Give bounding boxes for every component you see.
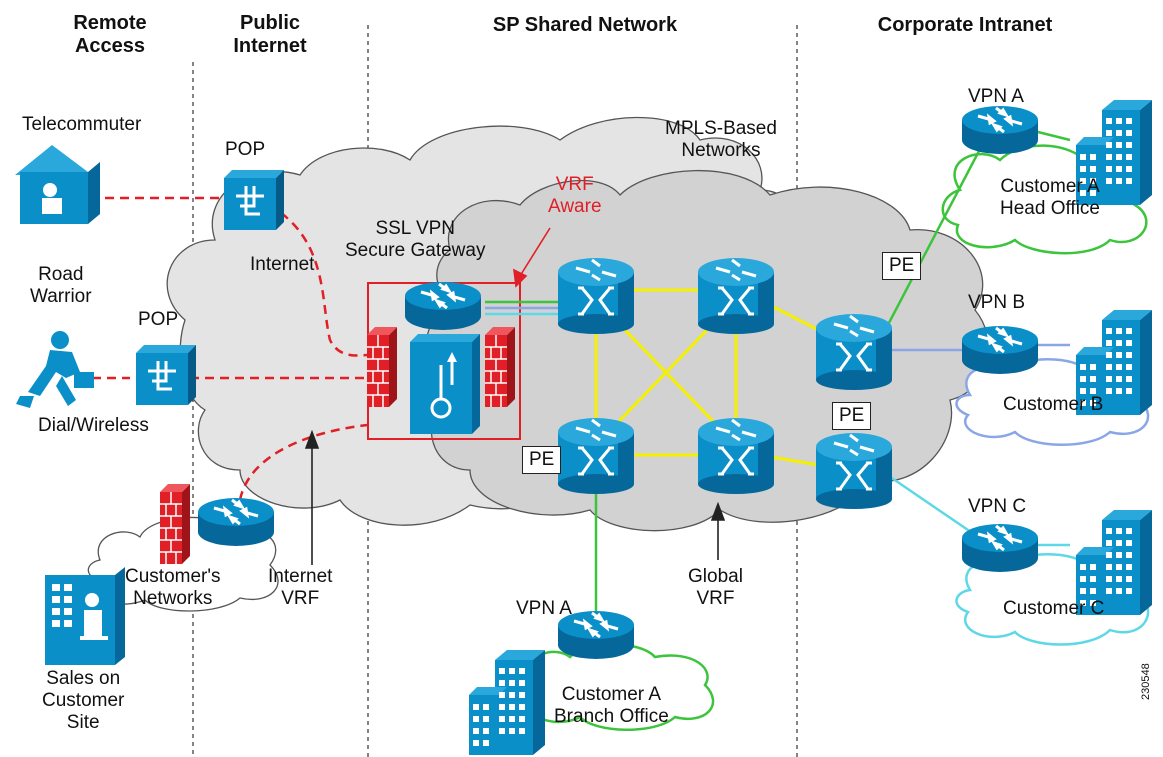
firewall-icon [484, 326, 516, 408]
column-dividers [192, 25, 798, 757]
header-corporate-intranet: Corporate Intranet [877, 14, 1053, 36]
label-internet: Internet [250, 254, 315, 275]
label-road-warrior: Road Warrior [30, 264, 92, 307]
label-branch-office: Customer A Branch Office [554, 684, 669, 727]
label-vpn-c: VPN C [968, 496, 1027, 517]
label-pop-top: POP [225, 139, 266, 160]
label-customer-b: Customer B [1003, 394, 1104, 415]
label-internet-vrf: Internet VRF [268, 566, 333, 609]
label-telecommuter: Telecommuter [22, 114, 142, 135]
label-global-vrf: Global VRF [688, 566, 743, 609]
mpls-switch-router-icon [696, 416, 776, 496]
pointer-arrows [304, 429, 726, 565]
router-icon [196, 496, 276, 548]
label-dial-wireless: Dial/Wireless [38, 415, 149, 436]
pe-label-branch: PE [522, 446, 562, 474]
figure-number: 230548 [1140, 663, 1152, 700]
firewall-icon [366, 326, 398, 408]
building-icon [469, 650, 545, 755]
label-vpn-a-top: VPN A [968, 86, 1024, 107]
label-pop-mid: POP [138, 309, 179, 330]
router-icon [960, 324, 1040, 376]
house-icon [15, 145, 100, 224]
ssl-gateway-icon [410, 334, 480, 434]
label-vpn-a-bottom: VPN A [516, 598, 572, 619]
router-icon [403, 280, 483, 332]
remote-links [90, 196, 369, 501]
pe-label-edge: PE [832, 402, 872, 430]
mpls-switch-router-icon [814, 312, 894, 392]
office-worker-icon [45, 567, 125, 665]
firewall-icon [159, 483, 191, 565]
label-sales-site: Sales on Customer Site [42, 668, 125, 733]
label-vrf-aware: VRF Aware [548, 174, 602, 217]
label-mpls-networks: MPLS-Based Networks [665, 118, 777, 161]
runner-icon [16, 331, 94, 408]
mpls-switch-router-icon [556, 256, 636, 336]
label-customer-c: Customer C [1003, 598, 1105, 619]
pop-switch-icon [222, 168, 286, 232]
router-icon [960, 104, 1040, 156]
mpls-switch-router-icon [814, 431, 894, 511]
router-icon [960, 522, 1040, 574]
pop-switch-icon [134, 343, 198, 407]
header-public-internet: Public Internet [233, 12, 307, 57]
header-remote-access: Remote Access [73, 12, 147, 57]
header-sp-shared-network: SP Shared Network [492, 14, 678, 36]
label-customers-networks: Customer's Networks [125, 566, 221, 609]
label-ssl-vpn-gateway: SSL VPN Secure Gateway [345, 218, 486, 261]
mpls-switch-router-icon [556, 416, 636, 496]
mpls-switch-router-icon [696, 256, 776, 336]
label-head-office: Customer A Head Office [1000, 176, 1100, 219]
vrf-aware-arrow [513, 227, 551, 288]
label-vpn-b: VPN B [968, 292, 1026, 313]
pe-label-head: PE [882, 252, 922, 280]
